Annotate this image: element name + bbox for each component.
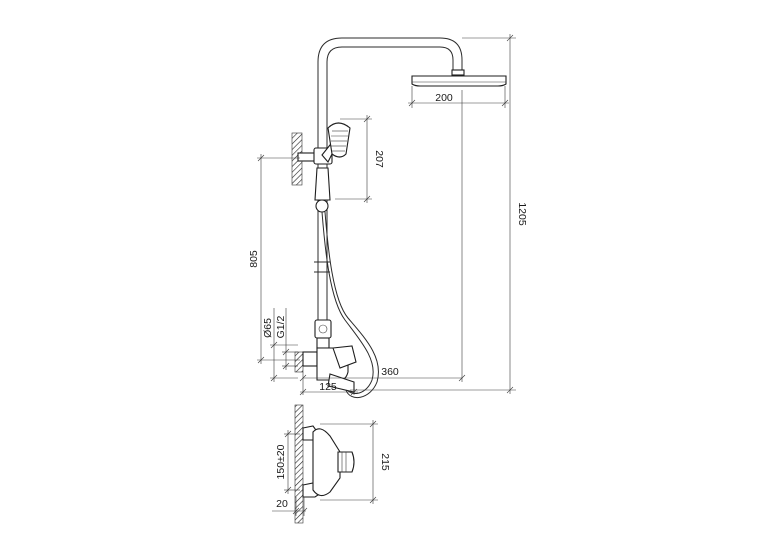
rain-shower-head (411, 69, 507, 87)
dim-total-height: 1205 (516, 202, 528, 226)
dim-mixer-height: 215 (379, 453, 391, 471)
dim-head-diameter: 200 (435, 92, 453, 104)
shower-hose (314, 211, 379, 398)
dimension-lines (257, 34, 516, 396)
dim-handset-length: 207 (373, 150, 385, 168)
mixer-valve-side (302, 345, 357, 393)
diverter-body (314, 319, 332, 349)
dimension-lines-bottom (272, 420, 378, 516)
dim-mixer-projection: 125 (319, 381, 337, 393)
dim-center-distance: 150±20 (275, 444, 287, 479)
mixer-valve-bottom (302, 425, 355, 498)
dim-wall-offset: 20 (276, 498, 288, 510)
dim-arm-reach: 360 (381, 366, 399, 378)
wall-section-lower (294, 351, 304, 373)
dim-outlet-height: 805 (248, 250, 260, 268)
dim-inlet-thread: G1/2 (275, 315, 287, 338)
wall-section-bottom (294, 404, 304, 524)
hand-shower-holder (314, 167, 331, 213)
hand-shower (321, 122, 351, 163)
dim-inlet-diameter: Ø65 (262, 318, 274, 338)
overhead-arm (317, 37, 463, 70)
